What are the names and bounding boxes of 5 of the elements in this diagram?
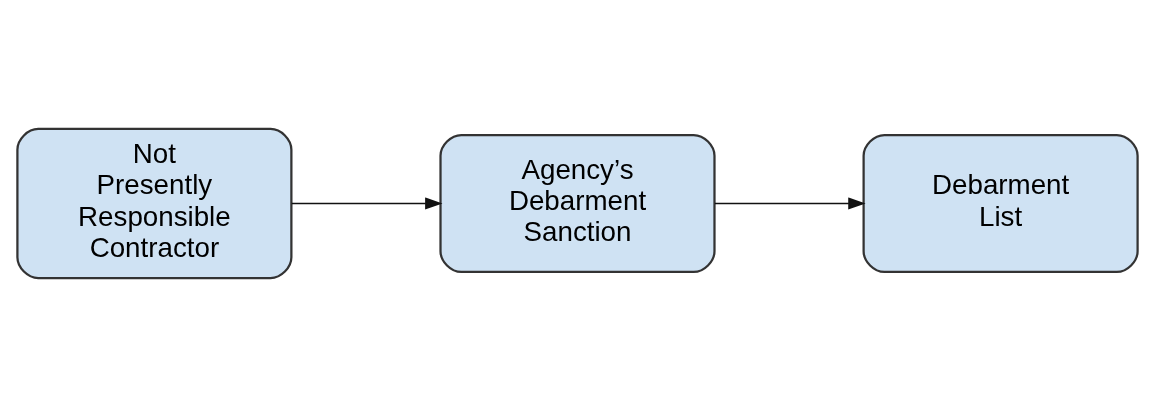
node-box: Agency’s Debarment Sanction (439, 133, 716, 274)
arrow (290, 197, 443, 210)
arrow (714, 197, 866, 210)
node-box: Not Presently Responsible Contractor (16, 127, 293, 280)
node-box: Debarment List (862, 133, 1139, 274)
